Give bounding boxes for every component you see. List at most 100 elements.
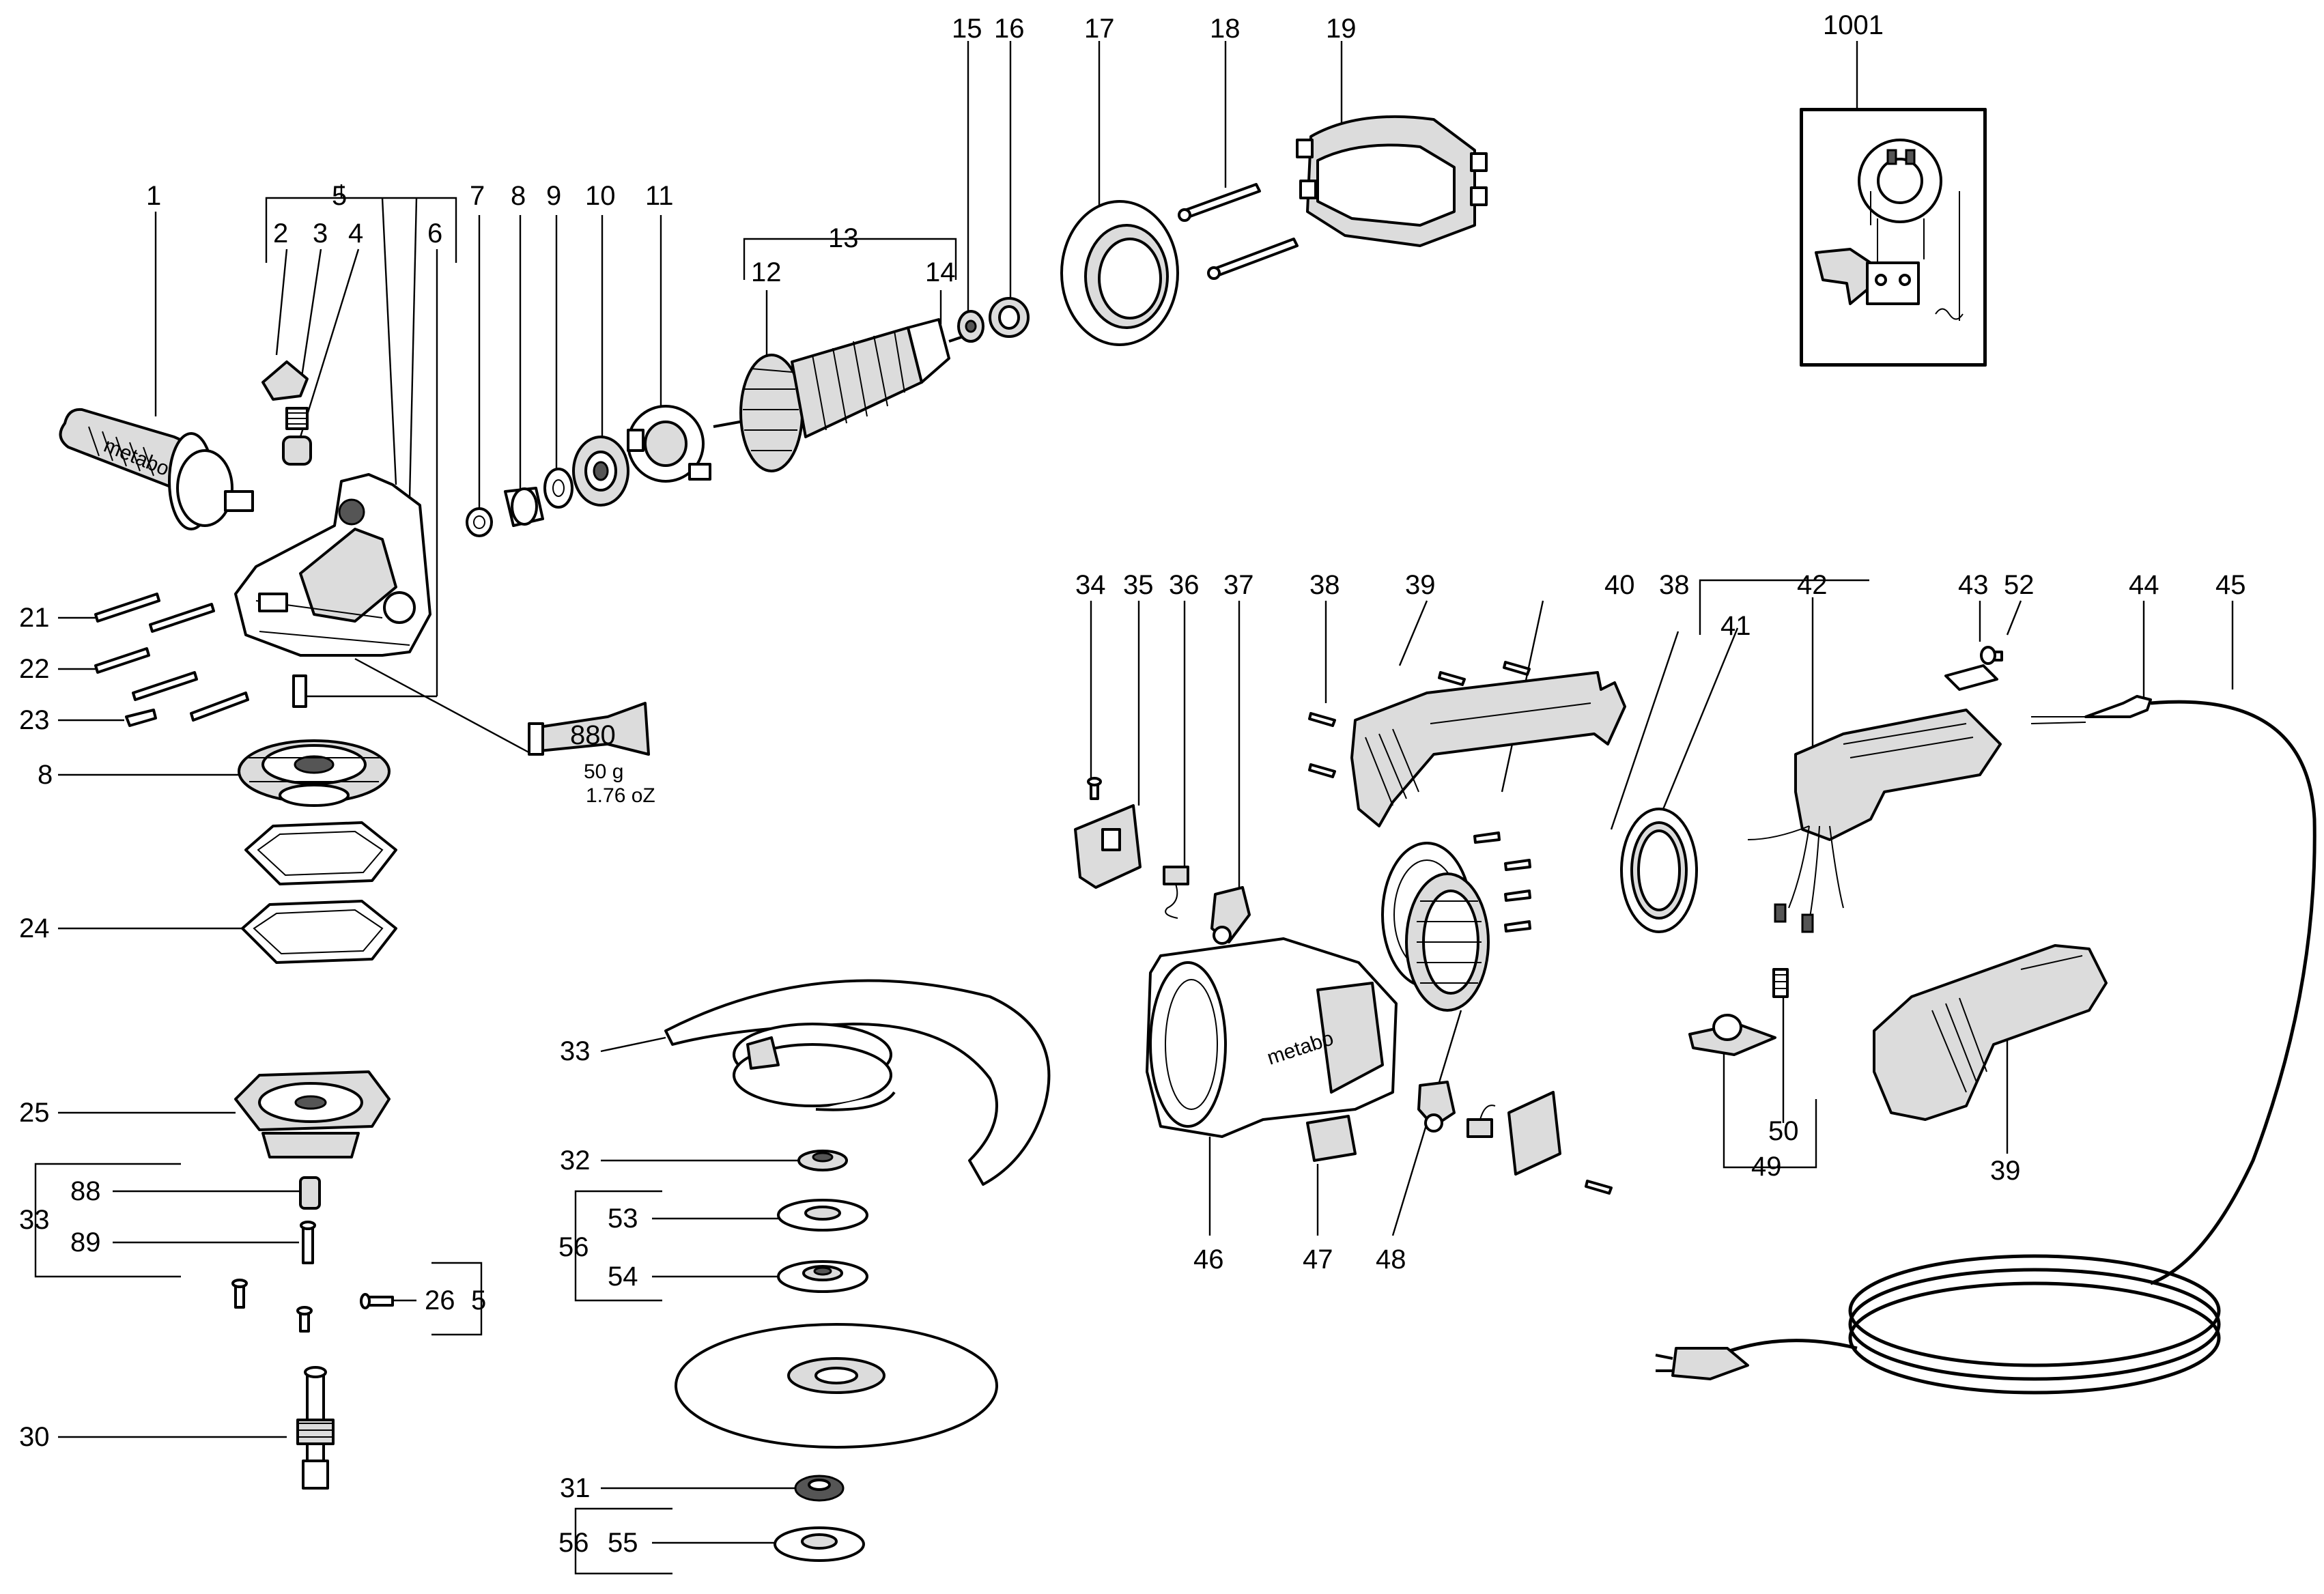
washer-part [543, 468, 573, 509]
spacer-sleeve-part [299, 1176, 321, 1210]
spring-part [285, 407, 309, 430]
gear-housing-part [234, 473, 431, 657]
handle-housing-lower-part [1873, 944, 2108, 1121]
callout-17: 17 [1084, 14, 1115, 44]
callout-52: 52 [2004, 570, 2035, 600]
callout-8: 8 [511, 181, 526, 211]
callout-33-guard: 33 [560, 1036, 591, 1066]
callout-53: 53 [608, 1204, 638, 1234]
callout-39-lower: 39 [1990, 1156, 2021, 1186]
callout-18: 18 [1210, 14, 1241, 44]
callout-47: 47 [1303, 1244, 1333, 1275]
bevel-gear-part [238, 739, 391, 807]
callout-12: 12 [751, 257, 782, 287]
callout-19: 19 [1326, 14, 1357, 44]
callout-2: 2 [273, 218, 288, 248]
fan-guide-ring-part [1405, 872, 1490, 1012]
callout-24: 24 [19, 913, 50, 943]
leader-lines [34, 41, 2234, 1575]
callout-37: 37 [1223, 570, 1254, 600]
callout-33-left: 33 [19, 1205, 50, 1235]
callout-3: 3 [313, 218, 328, 248]
wiring-diagram-box [1800, 108, 1987, 367]
bearing-part [572, 436, 629, 507]
callout-34: 34 [1075, 570, 1106, 600]
bearing-small-part [957, 310, 984, 343]
callout-42: 42 [1797, 570, 1828, 600]
gasket-lower-part [241, 900, 397, 964]
callout-30: 30 [19, 1422, 50, 1452]
bearing-flange-part [234, 1070, 391, 1158]
callout-22: 22 [19, 654, 50, 684]
clamping-nut-part [797, 1150, 848, 1171]
callout-38-right: 38 [1659, 570, 1690, 600]
grinding-disc [675, 1323, 998, 1449]
callout-5: 5 [332, 181, 347, 211]
grease-weight-oz: 1.76 oZ [586, 784, 655, 807]
lock-button-part [261, 360, 309, 401]
stator-part [1296, 115, 1488, 247]
callout-50: 50 [1768, 1116, 1799, 1146]
wheel-guard-part [664, 979, 1051, 1186]
brush-holder-part [1210, 886, 1251, 945]
callout-7: 7 [470, 181, 485, 211]
callout-16: 16 [994, 14, 1025, 44]
callout-1001: 1001 [1823, 10, 1884, 40]
air-guide-ring-part [1060, 200, 1179, 346]
armature-part [713, 318, 970, 472]
callout-11: 11 [645, 181, 674, 211]
callout-40: 40 [1604, 570, 1635, 600]
side-handle-part: metabo [59, 408, 254, 530]
tapping-screws-part [1308, 661, 1531, 778]
clamping-flange-part [774, 1526, 865, 1562]
pin-part [300, 1221, 316, 1264]
callout-labels: 1 2 3 4 5 6 7 8 9 10 11 12 13 14 15 16 1… [19, 10, 2246, 1558]
switch-slide-part [1688, 1014, 1776, 1056]
brush-cover-part [1074, 804, 1142, 889]
callout-35: 35 [1123, 570, 1154, 600]
power-cord-part [1655, 695, 2316, 1395]
callout-48: 48 [1376, 1244, 1406, 1275]
screw-34-part [1087, 777, 1102, 800]
callout-1: 1 [146, 181, 161, 211]
rating-label-part [1306, 1115, 1357, 1162]
callout-5-lower: 5 [471, 1285, 486, 1315]
callout-6: 6 [427, 218, 442, 248]
motor-housing-part: metabo [1146, 937, 1398, 1138]
callout-26: 26 [425, 1285, 455, 1315]
nut-part [466, 507, 493, 537]
callout-21: 21 [19, 603, 50, 633]
callout-15: 15 [952, 14, 982, 44]
flange-screws-part [231, 1279, 394, 1333]
callout-4: 4 [348, 218, 363, 248]
spindle-part [296, 1366, 335, 1490]
carbon-brush-part [1163, 866, 1189, 919]
callout-55: 55 [608, 1528, 638, 1558]
callout-89: 89 [70, 1227, 101, 1257]
callout-49: 49 [1751, 1152, 1782, 1182]
gasket-upper-part [244, 821, 397, 885]
callout-10: 10 [585, 181, 616, 211]
cable-clamp-part [1944, 646, 2003, 691]
grease-tube: 880 50 g 1.76 oZ [528, 702, 655, 807]
stator-screws-part [1178, 183, 1299, 280]
compression-spring-part [1772, 968, 1789, 998]
grease-weight-g: 50 g [584, 760, 623, 783]
screws-40-part [1473, 831, 1531, 933]
callout-56-upper: 56 [558, 1232, 589, 1262]
callout-36: 36 [1169, 570, 1200, 600]
support-flange-lower-part [777, 1260, 868, 1293]
bearing-ring-part [989, 297, 1030, 338]
retaining-ring-part [1620, 808, 1698, 933]
callout-56-lower: 56 [558, 1528, 589, 1558]
callout-44: 44 [2129, 570, 2159, 600]
callout-88: 88 [70, 1176, 101, 1206]
callout-32: 32 [560, 1145, 591, 1176]
callout-41: 41 [1720, 611, 1751, 641]
quick-nut-part [794, 1475, 845, 1502]
electronics-module-part [1747, 709, 2002, 933]
handle-housing-upper-part [1350, 671, 1626, 827]
callout-38: 38 [1309, 570, 1340, 600]
callout-46: 46 [1193, 1244, 1224, 1275]
